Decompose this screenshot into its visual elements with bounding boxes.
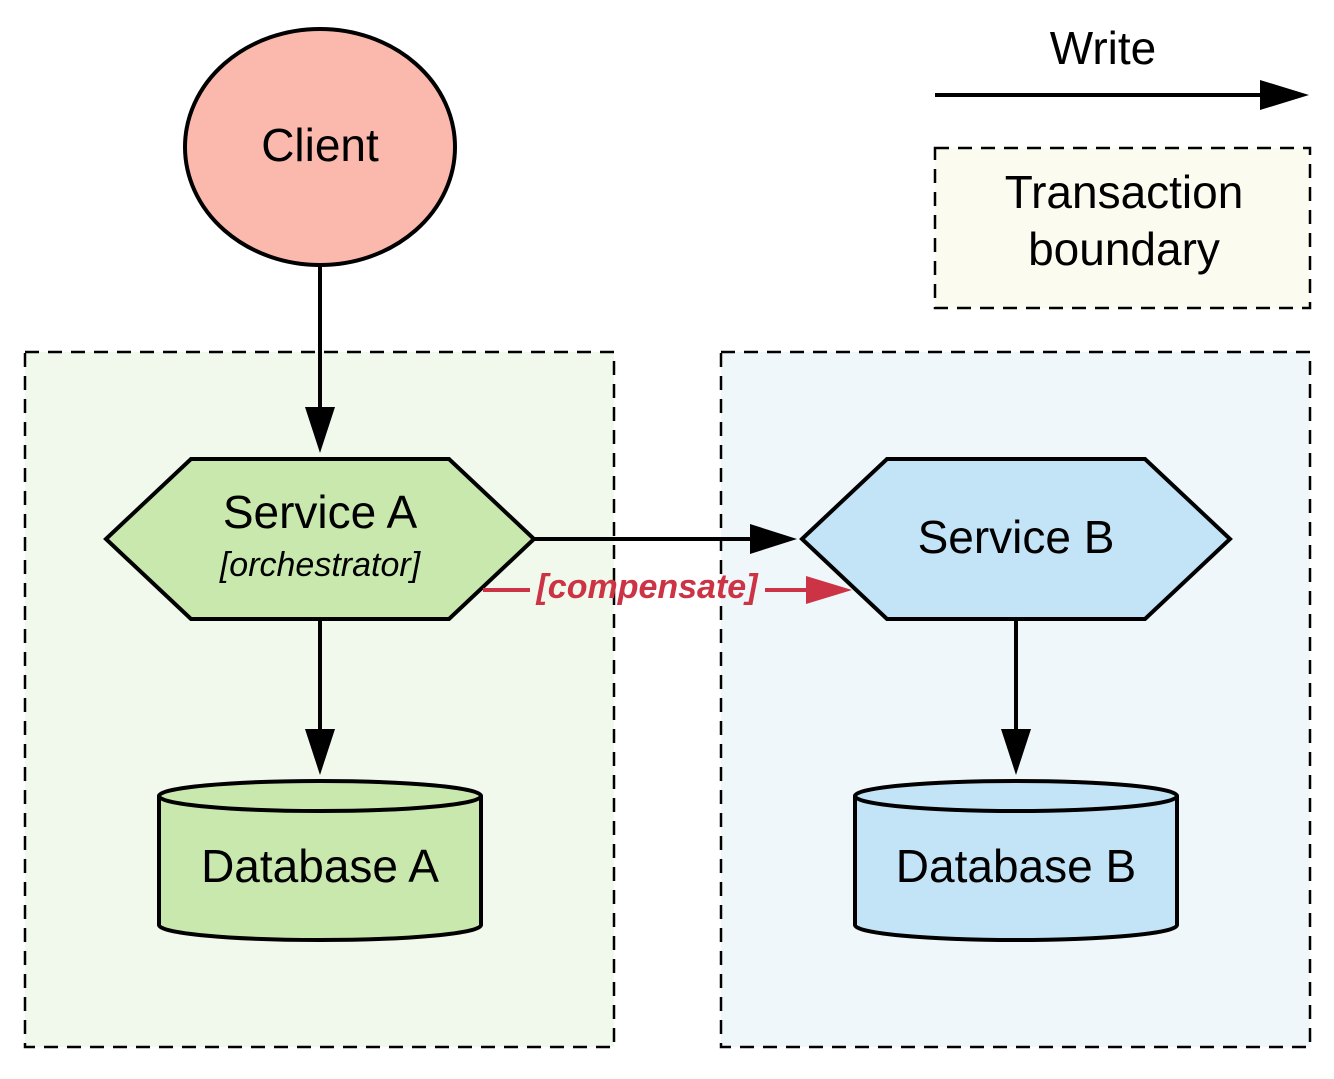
- arrowhead: [305, 407, 335, 453]
- service-a-node: Service A [orchestrator]: [103, 457, 537, 621]
- database-b-label: Database B: [896, 840, 1136, 892]
- database-a-label: Database A: [201, 840, 439, 892]
- database-b-top: [853, 779, 1179, 813]
- arrowhead: [1001, 729, 1031, 775]
- service-b-hexagon: [799, 457, 1233, 621]
- database-a-top: [157, 779, 483, 813]
- arrowhead: [305, 729, 335, 775]
- database-b-node: Database B: [853, 779, 1179, 942]
- compensate-arrowhead: [806, 576, 852, 604]
- database-a-node: Database A: [157, 779, 483, 942]
- service-b-node: Service B: [799, 457, 1233, 621]
- database-a-cylinder: [157, 796, 483, 942]
- service-a-sublabel: [orchestrator]: [219, 546, 422, 584]
- legend-write-arrowhead: [1260, 80, 1309, 110]
- service-b-label: Service B: [918, 511, 1115, 563]
- service-a-hexagon: [103, 457, 537, 621]
- service-a-label: Service A: [223, 486, 418, 538]
- edge-service-b-to-database-b: [1001, 620, 1031, 775]
- legend-boundary-label-line2: boundary: [1028, 223, 1220, 275]
- edge-client-to-service-a: [305, 266, 335, 453]
- legend-boundary: Transaction boundary: [933, 146, 1312, 310]
- arrowhead: [750, 524, 797, 554]
- compensate-label: [compensate]: [535, 568, 759, 606]
- client-label: Client: [261, 119, 379, 171]
- database-b-cylinder: [853, 796, 1179, 942]
- legend-boundary-label-line1: Transaction: [1005, 166, 1244, 218]
- edge-service-a-to-database-a: [305, 620, 335, 775]
- legend-boundary-box: [933, 146, 1312, 310]
- edge-service-a-to-service-b: [533, 524, 797, 554]
- edge-compensate: [compensate]: [483, 568, 852, 606]
- client-node: Client: [183, 27, 457, 267]
- legend-write: Write: [935, 22, 1309, 110]
- legend-write-label: Write: [1050, 22, 1157, 74]
- client-ellipse: [183, 27, 457, 267]
